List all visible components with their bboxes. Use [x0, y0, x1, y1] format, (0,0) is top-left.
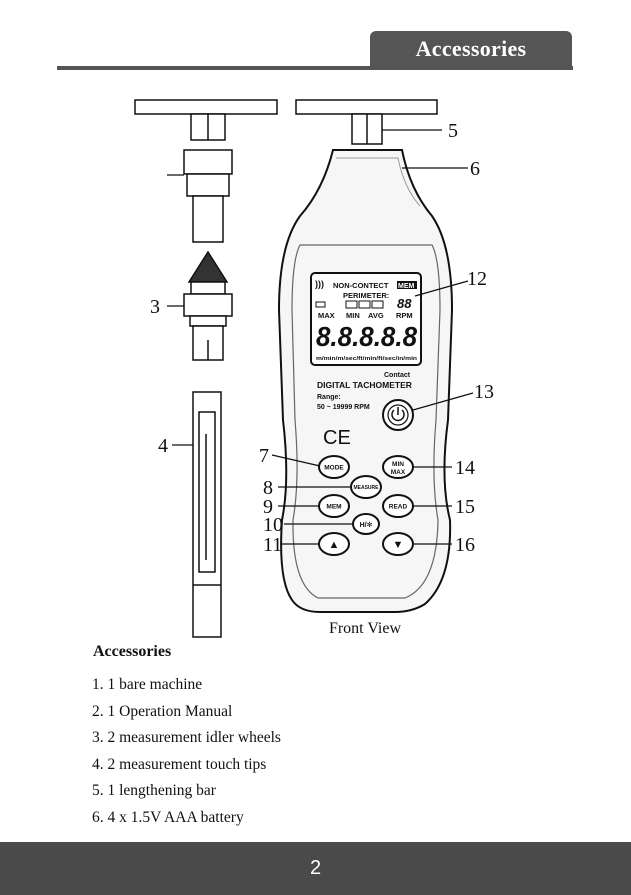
svg-text:MODE: MODE — [324, 465, 344, 472]
range-value: 50 ~ 19999 RPM — [317, 404, 370, 411]
body-grip-outline — [291, 244, 441, 599]
svg-text:MEASURE: MEASURE — [353, 485, 379, 491]
lcd-stat-min: MIN — [346, 311, 360, 320]
wheel-adapter — [183, 113, 233, 243]
callout-4: 4 — [158, 435, 168, 457]
lcd-stat-avg: AVG — [368, 311, 384, 320]
cone-touch-tip — [183, 250, 233, 361]
read-button[interactable]: READ — [382, 494, 414, 518]
lcd-mem-badge-bg — [397, 281, 417, 289]
ce-mark: CE — [323, 427, 351, 449]
callout-7: 7 — [259, 445, 269, 467]
range-label: Range: — [317, 394, 341, 401]
lcd-stat-rpm: RPM — [396, 311, 413, 320]
list-item: 5. 1 lengthening bar — [92, 782, 216, 800]
svg-text:MIN: MIN — [392, 461, 404, 468]
callout-6: 6 — [470, 158, 480, 180]
mem-button[interactable]: MEM — [318, 494, 350, 518]
device-body — [277, 149, 454, 613]
callout-14: 14 — [455, 457, 475, 479]
lcd-display — [310, 272, 422, 366]
callout-5: 5 — [448, 120, 458, 142]
tachometer-illustration: 3 4 5 6 ))) NON-CONTECT MEM PERIMETER: 8… — [134, 99, 494, 638]
page-footer: 2 — [0, 842, 631, 895]
list-item: 6. 4 x 1.5V AAA battery — [92, 808, 244, 826]
lcd-battery-icon — [315, 301, 326, 308]
lcd-units: m/min/m/sec/ft/min/ft/sec/in/min — [316, 356, 418, 362]
list-item: 4. 2 measurement touch tips — [92, 755, 267, 773]
list-item: 3. 2 measurement idler wheels — [92, 729, 281, 747]
lcd-small-digits: 88 — [397, 296, 412, 311]
lcd-signal-icon: ))) — [315, 279, 324, 289]
mode-button[interactable]: MODE — [318, 455, 350, 479]
list-item: 2. 1 Operation Manual — [92, 702, 233, 720]
svg-text:H/✻: H/✻ — [360, 521, 373, 529]
svg-text:MEM: MEM — [326, 504, 341, 511]
up-button[interactable]: ▲ — [318, 532, 350, 556]
svg-text:READ: READ — [389, 504, 408, 511]
figure-caption: Front View — [328, 620, 402, 637]
device-adapter — [351, 113, 383, 145]
up-arrow-icon: ▲ — [329, 539, 340, 551]
min-max-button[interactable]: MIN MAX — [382, 455, 414, 479]
down-button[interactable]: ▼ — [382, 532, 414, 556]
callout-3: 3 — [150, 296, 160, 318]
down-arrow-icon: ▼ — [393, 539, 404, 551]
lcd-unit-boxes — [345, 300, 384, 309]
callout-12: 12 — [467, 268, 487, 290]
callout-15: 15 — [455, 496, 475, 518]
hold-backlight-button[interactable]: H/✻ — [352, 513, 380, 535]
list-item: 1. 1 bare machine — [92, 676, 203, 693]
power-button[interactable] — [382, 399, 414, 431]
header-rule — [57, 66, 573, 70]
page-number: 2 — [309, 857, 322, 879]
lengthening-bar — [192, 391, 222, 638]
callout-10: 10 — [263, 514, 283, 536]
callout-16: 16 — [455, 534, 475, 556]
callout-13: 13 — [474, 381, 494, 403]
lcd-main-digits: 8.8.8.8.8 — [316, 321, 417, 352]
section-title-tab: Accessories — [370, 31, 572, 67]
lcd-title: NON-CONTECT — [333, 281, 389, 290]
lcd-stat-max: MAX — [318, 311, 335, 320]
model-label: DIGITAL TACHOMETER — [317, 380, 412, 390]
contact-label: Contact — [384, 372, 411, 379]
callout-8: 8 — [263, 477, 273, 499]
callout-9: 9 — [263, 496, 273, 518]
device-contact-wheel — [295, 99, 438, 115]
callout-11: 11 — [263, 534, 282, 556]
accessories-heading: Accessories — [93, 643, 172, 660]
power-icon — [391, 407, 405, 422]
measure-button[interactable]: MEASURE — [350, 475, 382, 499]
lcd-mem-badge: MEM — [398, 283, 415, 290]
accessories-list: 1. 1 bare machine 2. 1 Operation Manual … — [92, 674, 281, 834]
wheel-accessory — [134, 99, 278, 115]
svg-text:MAX: MAX — [391, 469, 406, 476]
lcd-perimeter: PERIMETER: — [343, 291, 389, 300]
